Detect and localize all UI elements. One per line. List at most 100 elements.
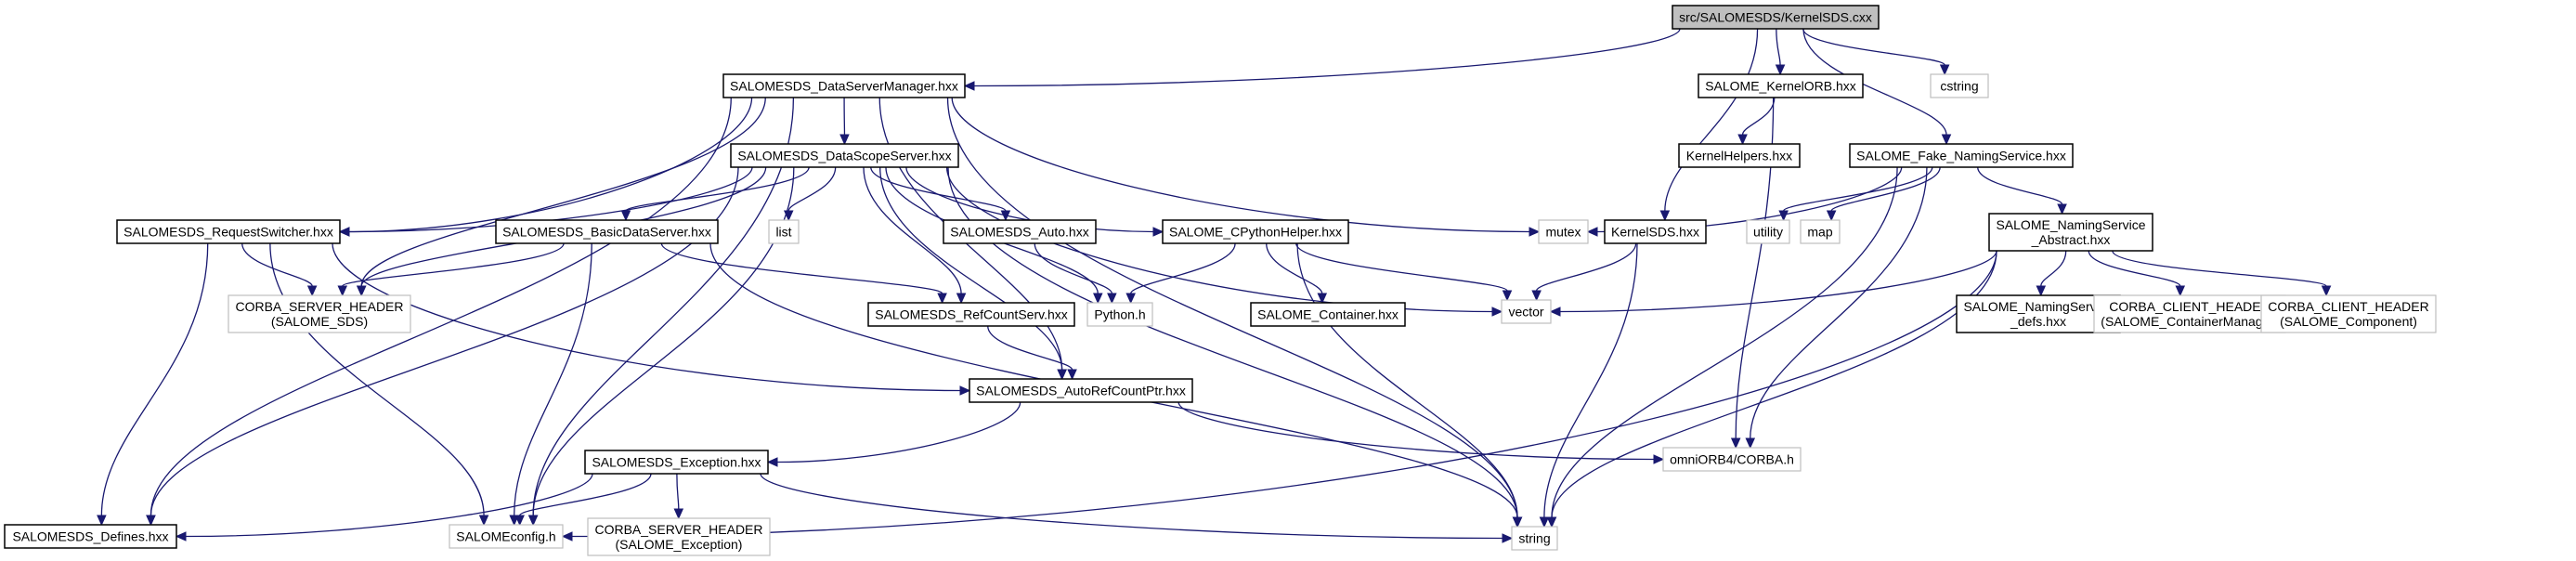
arrowhead [1152,227,1164,237]
edge-dsm-to-csh_sds [360,97,766,287]
arrowhead [1317,293,1328,305]
arrowhead [175,531,187,541]
node-cont[interactable]: SALOME_Container.hxx [1250,302,1406,327]
node-box[interactable] [1501,299,1552,324]
node-label: omniORB4/CORBA.h [1670,452,1794,467]
edge-nsabs-to-string [1551,250,1997,518]
edge-rsw-to-defs [100,242,209,516]
node-box[interactable] [722,73,966,98]
arrowhead [146,515,156,527]
node-defs[interactable]: SALOMESDS_Defines.hxx [4,524,177,549]
edge-bds-to-sconf [514,242,592,516]
edge-dsm-to-defs [150,97,732,516]
node-box[interactable] [1956,294,2121,333]
node-nsabs[interactable]: SALOME_NamingService_Abstract.hxx [1988,213,2153,252]
node-box[interactable] [768,219,800,244]
node-csh_sds[interactable]: CORBA_SERVER_HEADER(SALOME_SDS) [228,294,411,333]
edge-ksdsh-to-string [1543,242,1638,518]
node-box[interactable] [1988,213,2153,252]
node-box[interactable] [1511,526,1558,551]
node-list[interactable]: list [768,219,800,244]
node-string[interactable]: string [1511,526,1558,551]
node-label: (SALOME_SDS) [271,314,368,329]
node-label: src/SALOMESDS/KernelSDS.cxx [1679,10,1872,25]
node-exc[interactable]: SALOMESDS_Exception.hxx [584,450,769,475]
node-box[interactable] [1698,73,1864,98]
node-rsw[interactable]: SALOMESDS_RequestSwitcher.hxx [116,219,341,244]
node-cstring[interactable]: cstring [1930,73,1989,98]
arrowhead [337,285,348,297]
node-box[interactable] [2260,294,2437,333]
node-map[interactable]: map [1800,219,1841,244]
arrowhead [1057,369,1067,381]
node-box[interactable] [1086,302,1153,327]
node-label: utility [1753,225,1783,240]
node-box[interactable] [2093,294,2286,333]
node-arcp[interactable]: SALOMESDS_AutoRefCountPtr.hxx [969,378,1193,403]
arrowhead [1941,134,1952,146]
node-sconf[interactable]: SALOMEconfig.h [449,524,564,549]
node-box[interactable] [584,450,769,475]
arrowhead [1826,210,1837,222]
node-label: map [1807,225,1832,240]
edge-dss-to-rcs [863,166,962,294]
node-auto[interactable]: SALOMESDS_Auto.hxx [943,219,1097,244]
node-box[interactable] [116,219,341,244]
node-box[interactable] [1250,302,1406,327]
node-box[interactable] [730,143,959,168]
node-mutex[interactable]: mutex [1538,219,1589,244]
node-cch_comp[interactable]: CORBA_CLIENT_HEADER(SALOME_Component) [2260,294,2437,333]
node-dsm[interactable]: SALOMESDS_DataServerManager.hxx [722,73,966,98]
node-label: list [775,225,791,240]
node-bds[interactable]: SALOMESDS_BasicDataServer.hxx [495,219,719,244]
node-csh_exc[interactable]: CORBA_SERVER_HEADER(SALOME_Exception) [587,517,771,556]
node-khelp[interactable]: KernelHelpers.hxx [1678,143,1801,168]
node-box[interactable] [1930,73,1989,98]
node-utility[interactable]: utility [1746,219,1790,244]
node-dss[interactable]: SALOMESDS_DataScopeServer.hxx [730,143,959,168]
edge-bds-to-csh_sds [342,242,565,287]
node-cpy[interactable]: SALOME_CPythonHelper.hxx [1162,219,1349,244]
edge-dsm-to-rsw [348,97,753,233]
node-rcs[interactable]: SALOMESDS_RefCountServ.hxx [867,302,1075,327]
node-box[interactable] [943,219,1097,244]
edge-cpy-to-vector [1295,242,1508,292]
node-box[interactable] [1538,219,1589,244]
node-label: KernelSDS.hxx [1611,225,1699,240]
node-label: cstring [1940,79,1978,94]
arrowhead [956,293,967,305]
node-label: SALOMESDS_AutoRefCountPtr.hxx [976,384,1186,398]
arrowhead [1939,64,1950,76]
node-fakens[interactable]: SALOME_Fake_NamingService.hxx [1849,143,2074,168]
node-box[interactable] [1800,219,1841,244]
node-omni[interactable]: omniORB4/CORBA.h [1662,447,1802,472]
node-box[interactable] [449,524,564,549]
edge-nsabs-to-nsdefs [2040,250,2067,287]
edge-fakens-to-omni [1750,166,1928,439]
arrowhead [2321,285,2332,297]
node-ksdsh[interactable]: KernelSDS.hxx [1604,219,1707,244]
node-box[interactable] [969,378,1193,403]
nodes-layer: src/SALOMESDS/KernelSDS.cxxSALOMESDS_Dat… [4,5,2437,556]
node-box[interactable] [1672,5,1880,30]
node-box[interactable] [1662,447,1802,472]
node-box[interactable] [495,219,719,244]
node-cch_cm[interactable]: CORBA_CLIENT_HEADER(SALOME_ContainerMana… [2093,294,2286,333]
node-box[interactable] [228,294,411,333]
node-box[interactable] [867,302,1075,327]
node-pyh[interactable]: Python.h [1086,302,1153,327]
node-box[interactable] [587,517,771,556]
node-korb[interactable]: SALOME_KernelORB.hxx [1698,73,1864,98]
arrowhead [478,515,489,527]
arrowhead [1745,437,1756,450]
node-box[interactable] [1678,143,1801,168]
node-box[interactable] [1604,219,1707,244]
node-box[interactable] [1849,143,2074,168]
node-root[interactable]: src/SALOMESDS/KernelSDS.cxx [1672,5,1880,30]
node-vector[interactable]: vector [1501,299,1552,324]
node-nsdefs[interactable]: SALOME_NamingService_defs.hxx [1956,294,2121,333]
node-box[interactable] [4,524,177,549]
node-box[interactable] [1746,219,1790,244]
node-box[interactable] [1162,219,1349,244]
edge-root-to-ksdsh [1664,28,1759,212]
